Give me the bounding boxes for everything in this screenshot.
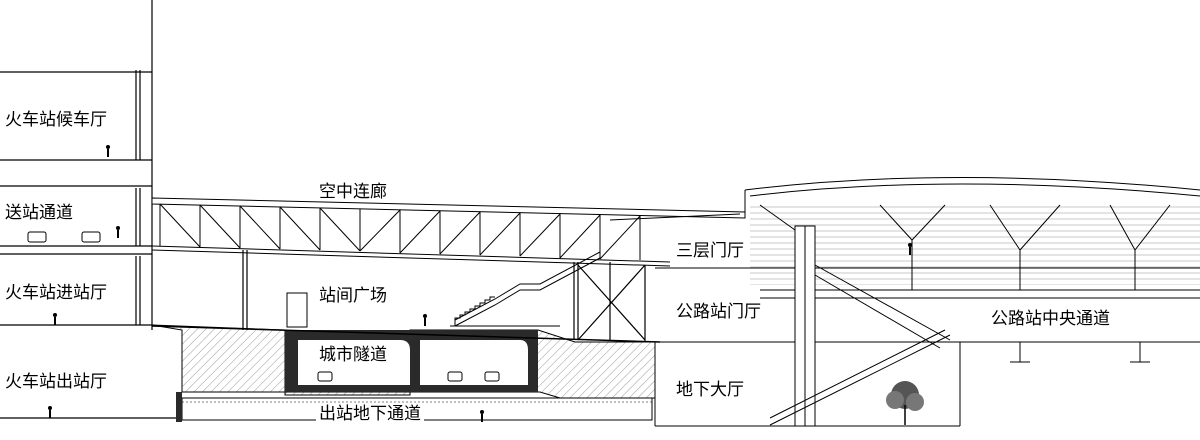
label-bus-station-hall: 公路站门厅 (673, 302, 764, 322)
label-departure-passage: 送站通道 (5, 203, 73, 223)
underground-structure (151, 324, 661, 422)
train-station-building (0, 0, 180, 419)
label-train-entry-hall: 火车站进站厅 (5, 283, 107, 303)
tree-icon (886, 381, 924, 425)
sky-corridor-truss (151, 197, 746, 267)
plaza-stair (450, 251, 601, 327)
bus-station-building (654, 177, 1200, 427)
corridor-supports (242, 250, 646, 342)
label-bus-central-passage: 公路站中央通道 (988, 309, 1113, 329)
label-train-waiting-hall: 火车站候车厅 (5, 110, 107, 130)
label-sky-corridor: 空中连廊 (319, 182, 387, 202)
label-underground-hall: 地下大厅 (673, 380, 747, 400)
label-third-floor-hall: 三层门厅 (673, 241, 747, 261)
label-exit-underpass: 出站地下通道 (316, 404, 424, 424)
label-station-plaza: 站间广场 (319, 286, 387, 306)
label-train-exit-hall: 火车站出站厅 (5, 372, 107, 392)
decorative-figures (27, 145, 912, 422)
label-city-tunnel: 城市隧道 (319, 345, 387, 365)
